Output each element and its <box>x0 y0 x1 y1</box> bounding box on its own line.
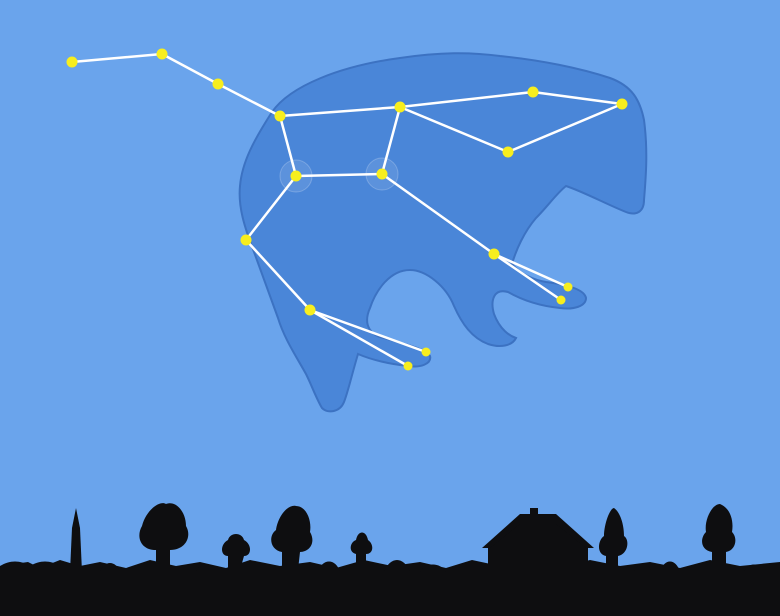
star <box>275 111 286 122</box>
star <box>67 57 78 68</box>
star <box>241 235 252 246</box>
star <box>422 348 431 357</box>
star <box>503 147 514 158</box>
star <box>404 362 413 371</box>
star <box>489 249 500 260</box>
star <box>617 99 628 110</box>
star <box>157 49 168 60</box>
star <box>528 87 539 98</box>
star <box>557 296 566 305</box>
star <box>305 305 316 316</box>
star <box>564 283 573 292</box>
star <box>291 171 302 182</box>
star <box>377 169 388 180</box>
star <box>213 79 224 90</box>
star <box>395 102 406 113</box>
house-chimney <box>530 508 538 524</box>
